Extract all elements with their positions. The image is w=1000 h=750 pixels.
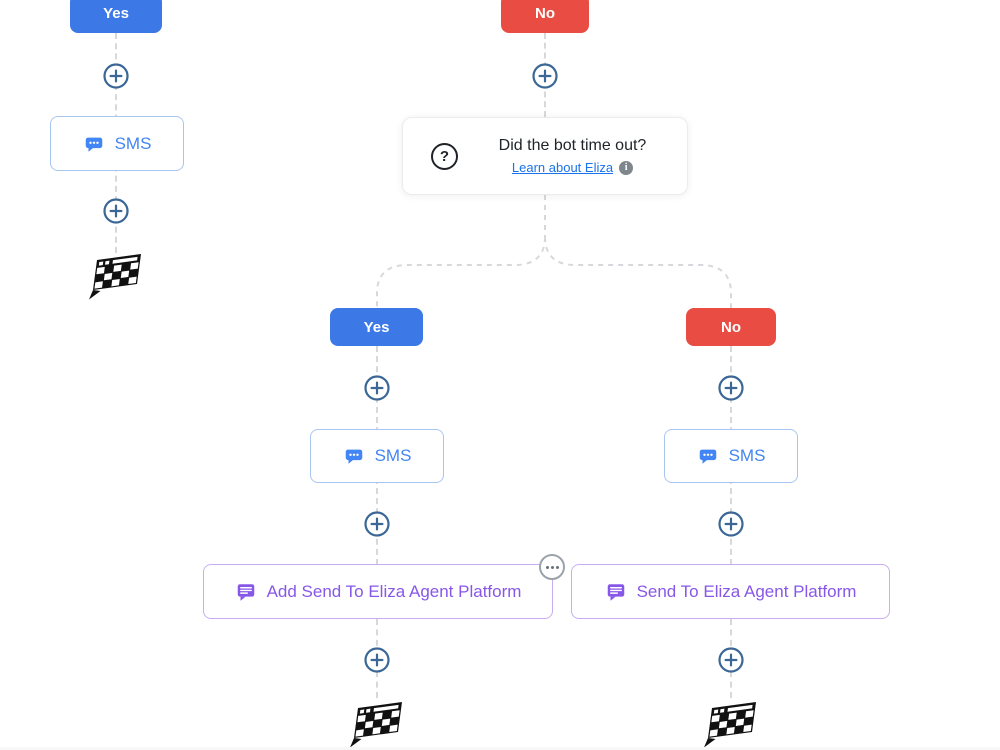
branch-fork-connector — [376, 195, 732, 309]
add-step-button[interactable] — [718, 375, 744, 401]
add-step-button[interactable] — [364, 375, 390, 401]
eliza-action-node-yes-path[interactable]: Add Send To Eliza Agent Platform — [203, 564, 553, 619]
ellipsis-dot — [545, 565, 549, 569]
canvas-bottom-edge — [0, 747, 1000, 750]
sms-bubble-icon — [697, 445, 719, 467]
chat-lines-icon — [605, 581, 627, 603]
end-flag-icon — [349, 700, 405, 748]
add-step-button[interactable] — [364, 511, 390, 537]
question-title: Did the bot time out? — [498, 137, 647, 154]
chat-lines-icon — [235, 581, 257, 603]
branch-pill-yes-left[interactable]: Yes — [70, 0, 162, 33]
add-step-button[interactable] — [718, 647, 744, 673]
end-flag-icon — [703, 700, 759, 748]
add-step-button[interactable] — [103, 63, 129, 89]
branch-pill-label: Yes — [363, 318, 390, 336]
ellipsis-dot — [550, 565, 554, 569]
sms-node-label: SMS — [114, 133, 152, 153]
branch-pill-label: No — [721, 318, 741, 336]
branch-pill-yes-mid[interactable]: Yes — [330, 308, 423, 346]
action-node-label: Send To Eliza Agent Platform — [636, 581, 857, 601]
sms-bubble-icon — [83, 133, 105, 155]
ellipsis-dot — [555, 565, 559, 569]
question-node[interactable]: ? Did the bot time out? Learn about Eliz… — [402, 117, 688, 195]
add-step-button[interactable] — [103, 198, 129, 224]
add-step-button[interactable] — [364, 647, 390, 673]
node-options-menu-button[interactable] — [539, 554, 565, 580]
branch-pill-no-mid[interactable]: No — [686, 308, 776, 346]
question-content: Did the bot time out? Learn about Eliza … — [458, 137, 687, 175]
sms-node-no-path[interactable]: SMS — [664, 429, 798, 483]
eliza-action-node-no-path[interactable]: Send To Eliza Agent Platform — [571, 564, 890, 619]
learn-about-eliza-link[interactable]: Learn about Eliza — [511, 160, 614, 175]
add-step-button[interactable] — [718, 511, 744, 537]
end-flag-icon — [88, 252, 144, 300]
branch-pill-label: Yes — [103, 5, 129, 22]
sms-node-label: SMS — [728, 446, 766, 465]
action-node-label: Add Send To Eliza Agent Platform — [266, 581, 522, 601]
branch-pill-no-top[interactable]: No — [501, 0, 589, 33]
sms-node-yes-path[interactable]: SMS — [310, 429, 444, 483]
add-step-button[interactable] — [532, 63, 558, 89]
sms-node-left[interactable]: SMS — [50, 116, 184, 171]
branch-pill-label: No — [535, 5, 555, 22]
sms-node-label: SMS — [374, 446, 412, 465]
sms-bubble-icon — [343, 445, 365, 467]
info-icon[interactable]: i — [619, 160, 634, 175]
question-mark-icon: ? — [431, 142, 458, 170]
